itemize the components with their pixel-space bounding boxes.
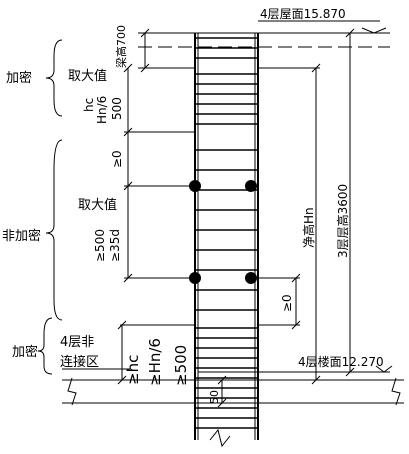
take-max-upper-label: 取大值 <box>68 68 107 84</box>
non-splice-zone-line1: 4层非 <box>60 335 94 350</box>
criterion-ge-hc: ≥hc <box>124 355 142 385</box>
labels: 4层屋面15.870 梁高700 3层层高3600 净高Hn 加密 非加密 加密… <box>2 7 384 404</box>
floor-slab <box>62 365 404 448</box>
zone-middle-label: 非加密 <box>2 228 41 244</box>
criterion-ge-500: ≥500 <box>172 345 190 386</box>
zone-brackets <box>37 39 63 375</box>
take-max-middle-label: 取大值 <box>78 197 117 213</box>
criterion-35d: ≥35d <box>108 229 122 262</box>
zone-top-label: 加密 <box>6 70 32 86</box>
story-height-label: 3层层高3600 <box>335 184 350 258</box>
ge-zero-upper: ≥0 <box>110 150 124 168</box>
left-dimensions <box>117 63 301 408</box>
clear-height-label: 净高Hn <box>301 207 316 248</box>
roof-slab <box>138 20 390 73</box>
criterion-ge-hn6: ≥Hn/6 <box>146 338 164 386</box>
roof-elevation-label: 4层屋面15.870 <box>260 7 346 21</box>
splice-dot-upper-right <box>245 180 257 192</box>
criterion-hn6: Hn/6 <box>95 96 109 124</box>
beam-depth-label: 梁高700 <box>114 25 128 68</box>
height-dimensions <box>258 28 355 385</box>
criterion-500: 500 <box>110 97 124 120</box>
rebar-splice-dots <box>189 180 257 284</box>
criterion-500-middle: ≥500 <box>93 229 107 262</box>
non-splice-zone-line2: 连接区 <box>60 354 99 370</box>
zone-bottom-label: 加密 <box>12 344 38 360</box>
criterion-hc: hc <box>82 98 96 112</box>
base-offset-label: 50 <box>208 390 221 404</box>
ge-zero-lower: ≥0 <box>280 294 294 312</box>
stirrups <box>195 37 258 429</box>
bottom-elevation-label: 4层楼面12.270 <box>298 354 384 369</box>
splice-dot-lower-right <box>245 272 257 284</box>
